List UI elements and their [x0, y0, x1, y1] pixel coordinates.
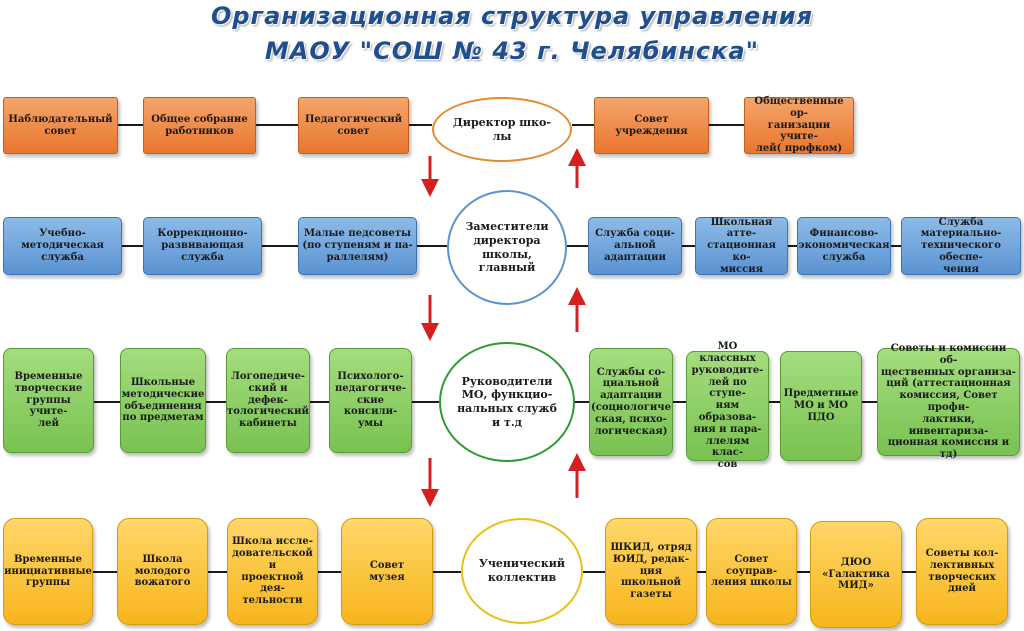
diagram-title-line-1: Организационная структура управления	[210, 2, 814, 30]
node-deputy-directors: Заместители директора школы, главный	[447, 190, 567, 305]
node-young-leader-school: Школа молодого вожатого	[117, 518, 208, 625]
node-pedagogical-council: Педагогический совет	[298, 97, 409, 154]
node-student-body: Ученический коллектив	[461, 518, 583, 624]
node-school-methodical-unions: Школьные методические объединения по пре…	[120, 348, 206, 453]
node-general-meeting: Общее собрание работников	[143, 97, 256, 154]
node-speech-therapy-rooms: Логопедиче- ский и дефек- тологический к…	[226, 348, 310, 453]
node-attestation-commission: Школьная атте- стационная ко- миссия	[695, 217, 788, 275]
node-subject-mo: Предметные МО и МО ПДО	[780, 351, 862, 461]
node-social-adaptation-services: Службы со- циальной адаптации (социологи…	[589, 348, 673, 456]
node-councils-commissions: Советы и комиссии об- щественных организ…	[877, 343, 1020, 460]
node-correctional-service: Коррекционно- развивающая служба	[143, 217, 262, 275]
node-finance-service: Финансово- экономическая служба	[797, 217, 891, 275]
node-methodical-service: Учебно- методическая служба	[3, 217, 122, 275]
node-temp-creative-groups: Временные творческие группы учите- лей	[3, 348, 94, 453]
node-teacher-organizations: Общественные ор- ганизации учите- лей( п…	[744, 96, 854, 154]
node-creative-days-councils: Советы кол- лективных творческих дней	[916, 518, 1008, 625]
node-museum-council: Совет музея	[341, 518, 433, 625]
node-social-adaptation-service: Служба соци- альной адаптации	[588, 217, 682, 275]
node-institution-council: Совет учреждения	[594, 97, 709, 154]
diagram-title-line-2: МАОУ "СОШ № 43 г. Челябинска"	[264, 37, 760, 65]
node-research-school: Школа иссле- довательской и проектной де…	[227, 518, 318, 625]
node-shkid-yuid: ШКИД, отряд ЮИД, редак- ция школьной газ…	[605, 518, 697, 625]
node-psych-councils: Психолого- педагогиче- ские консили- умы	[329, 348, 412, 453]
node-material-service: Служба материально- технического обеспе-…	[901, 217, 1021, 275]
node-class-teachers-mo: МО классных руководите- лей по ступе- ня…	[686, 341, 769, 470]
node-director: Директор шко- лы	[432, 97, 572, 162]
node-small-councils: Малые педсоветы (по ступеням и па- ралле…	[298, 217, 417, 275]
node-galaxy-mid: ДЮО «Галактика МИД»	[810, 521, 902, 628]
node-initiative-groups: Временные инициативные группы	[3, 518, 93, 625]
node-observatory-council: Наблюдательный совет	[3, 97, 118, 154]
node-self-government-council: Совет соуправ- ления школы	[706, 518, 797, 625]
node-mo-leaders: Руководители МО, функцио- нальных служб …	[439, 342, 575, 462]
